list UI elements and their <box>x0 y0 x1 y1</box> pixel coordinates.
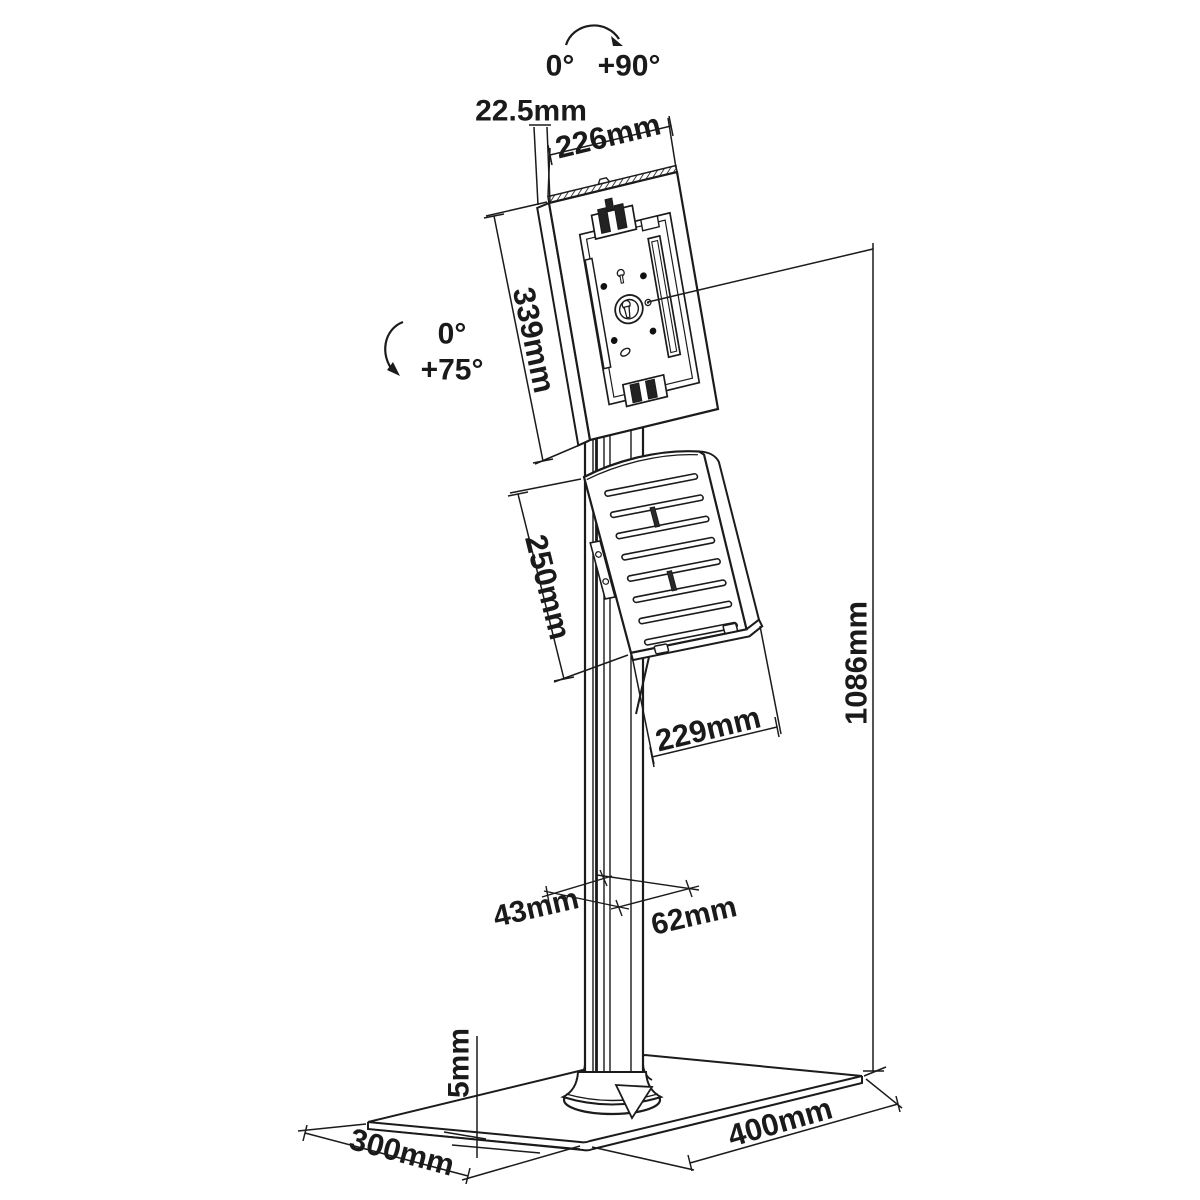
dim-base-depth <box>297 1123 581 1185</box>
lock-cylinder <box>614 294 644 325</box>
cable-clip <box>614 1084 654 1120</box>
arrowhead <box>387 362 400 376</box>
dim-label-enclosure-thickness: 22.5mm <box>475 95 587 128</box>
dim-label-pole-width: 62mm <box>648 890 740 942</box>
arrowhead <box>611 36 623 46</box>
dim-enclosure-width <box>547 115 677 197</box>
dim-base-width <box>591 1078 903 1172</box>
bottom-clamp <box>621 373 669 408</box>
tilt-arc-left <box>384 320 404 376</box>
dim-label-holder-height: 250mm <box>518 531 578 643</box>
tablet-enclosure <box>536 164 720 447</box>
pole-cross-section-indicator <box>541 869 700 917</box>
dim-label-base-thickness: 5mm <box>443 1028 476 1098</box>
holder-tab <box>722 622 739 634</box>
top-clamp <box>590 197 638 241</box>
dimension-lines <box>297 24 903 1185</box>
dim-label-stand-height: 1086mm <box>839 601 874 725</box>
keyhole <box>616 268 625 284</box>
mount-holes <box>600 272 657 344</box>
dome-foot <box>560 1071 664 1120</box>
rotation-arc-top <box>564 24 623 46</box>
holder-support-arm <box>635 656 650 715</box>
dim-holder-height <box>507 478 629 683</box>
dim-stand-height <box>647 243 887 1077</box>
holder-slats <box>604 473 738 646</box>
dim-label-base-depth: 300mm <box>346 1121 458 1182</box>
dim-holder-width <box>632 625 782 768</box>
brochure-holder <box>582 450 764 662</box>
rotation-top-zero-label: 0° <box>546 50 575 83</box>
rotation-top-plus-label: +90° <box>598 50 661 83</box>
dim-label-pole-depth: 43mm <box>490 882 582 934</box>
tilt-zero-label: 0° <box>438 318 467 351</box>
top-button <box>597 177 611 186</box>
dim-enclosure-thickness <box>529 124 551 206</box>
left-slot <box>584 257 612 370</box>
dim-base-thickness <box>443 1036 541 1158</box>
dim-enclosure-height <box>483 201 590 465</box>
dim-label-holder-width: 229mm <box>652 700 764 759</box>
tilt-plus-label: +75° <box>421 354 484 387</box>
holder-tab <box>653 643 670 655</box>
